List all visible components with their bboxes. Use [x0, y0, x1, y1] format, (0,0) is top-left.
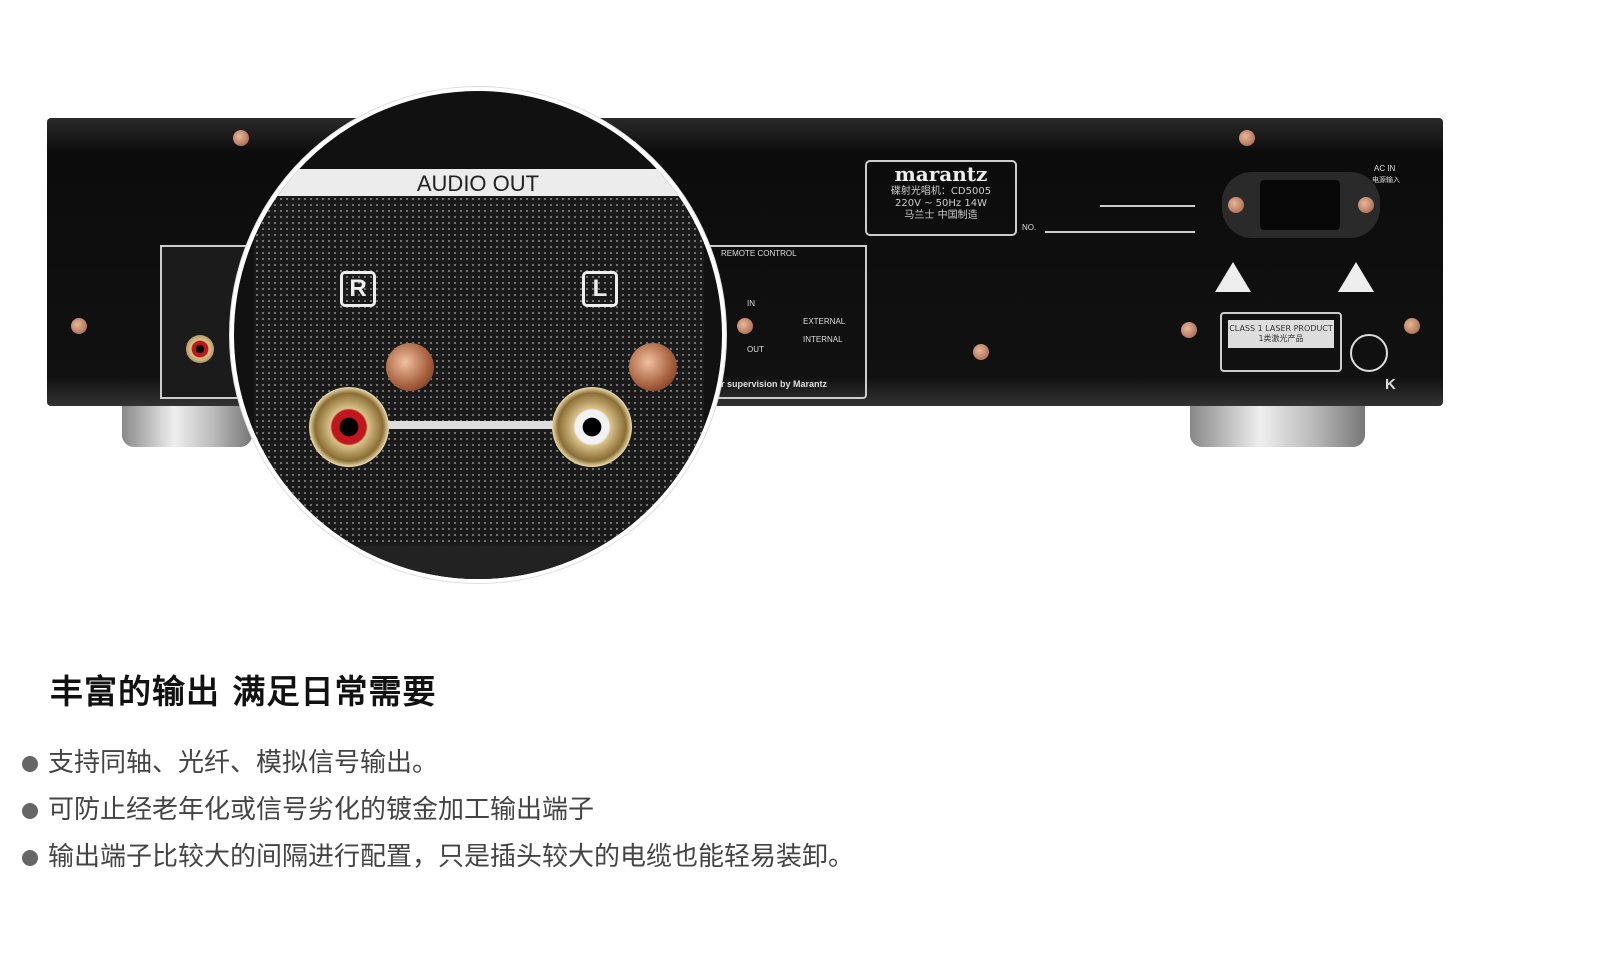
serial-line [1045, 231, 1195, 233]
laser-label-en: CLASS 1 LASER PRODUCT [1229, 324, 1333, 333]
right-channel-label: R [340, 271, 376, 307]
rca-jack-left [552, 387, 632, 467]
screw [1404, 318, 1420, 334]
left-channel-label: L [582, 271, 618, 307]
external-label: EXTERNAL [803, 317, 846, 326]
screw [1239, 130, 1255, 146]
remote-control-label: REMOTE CONTROL [721, 249, 797, 258]
audio-out-label: AUDIO OUT [416, 171, 540, 196]
remote-in-label: IN [747, 299, 755, 308]
remote-control-panel: REMOTE CONTROL IN OUT EXTERNAL INTERNAL … [705, 245, 867, 399]
screw [71, 318, 87, 334]
region-mark: K [1385, 376, 1396, 393]
remote-out-label: OUT [747, 345, 764, 354]
ac-power-inlet [1222, 172, 1380, 238]
model-line: 碟射光唱机：CD5005 [890, 186, 992, 197]
shock-warning-icon [1215, 262, 1251, 292]
device-foot-left [122, 405, 252, 447]
section-heading: 丰富的输出 满足日常需要 [50, 672, 437, 711]
supervision-text: r supervision by Marantz [721, 379, 828, 389]
brand-logo: marantz [894, 162, 988, 186]
screw [233, 130, 249, 146]
feature-bullet: 输出端子比较大的间隔进行配置，只是插头较大的电缆也能轻易装卸。 [22, 836, 854, 873]
bullet-text: 输出端子比较大的间隔进行配置，只是插头较大的电缆也能轻易装卸。 [48, 842, 855, 872]
audio-out-magnifier: AUDIO OUT R L [230, 87, 726, 583]
screw [737, 318, 753, 334]
rca-jack-right [309, 387, 389, 467]
rating-plate: marantz 碟射光唱机：CD5005 220V ~ 50Hz 14W 马兰士… [865, 160, 1017, 236]
coaxial-jack [186, 335, 214, 363]
laser-label-cn: 1类激光产品 [1258, 334, 1304, 343]
screw [1181, 322, 1197, 338]
ac-in-label: AC IN [1374, 164, 1396, 173]
internal-label: INTERNAL [803, 335, 843, 344]
bullet-text: 可防止经老年化或信号劣化的镀金加工输出端子 [48, 795, 595, 825]
serial-label: NO. [1022, 223, 1037, 232]
screw [973, 344, 989, 360]
bullet-text: 支持同轴、光纤、模拟信号输出。 [48, 748, 439, 778]
serial-line [1100, 205, 1195, 207]
power-line: 220V ~ 50Hz 14W [895, 198, 987, 209]
maker-line: 马兰士 中国制造 [904, 210, 978, 221]
bullet-dot-icon [22, 755, 38, 772]
screw [386, 343, 434, 391]
bullet-dot-icon [22, 802, 38, 819]
feature-bullet: 可防止经老年化或信号劣化的镀金加工输出端子 [22, 789, 594, 826]
ac-in-cn-label: 电源输入 [1372, 177, 1400, 184]
feature-bullet: 支持同轴、光纤、模拟信号输出。 [22, 742, 438, 779]
ccc-mark-icon [1350, 334, 1388, 372]
screw [629, 343, 677, 391]
device-foot-right [1190, 405, 1365, 447]
caution-warning-icon [1338, 262, 1374, 292]
bullet-dot-icon [22, 849, 38, 866]
